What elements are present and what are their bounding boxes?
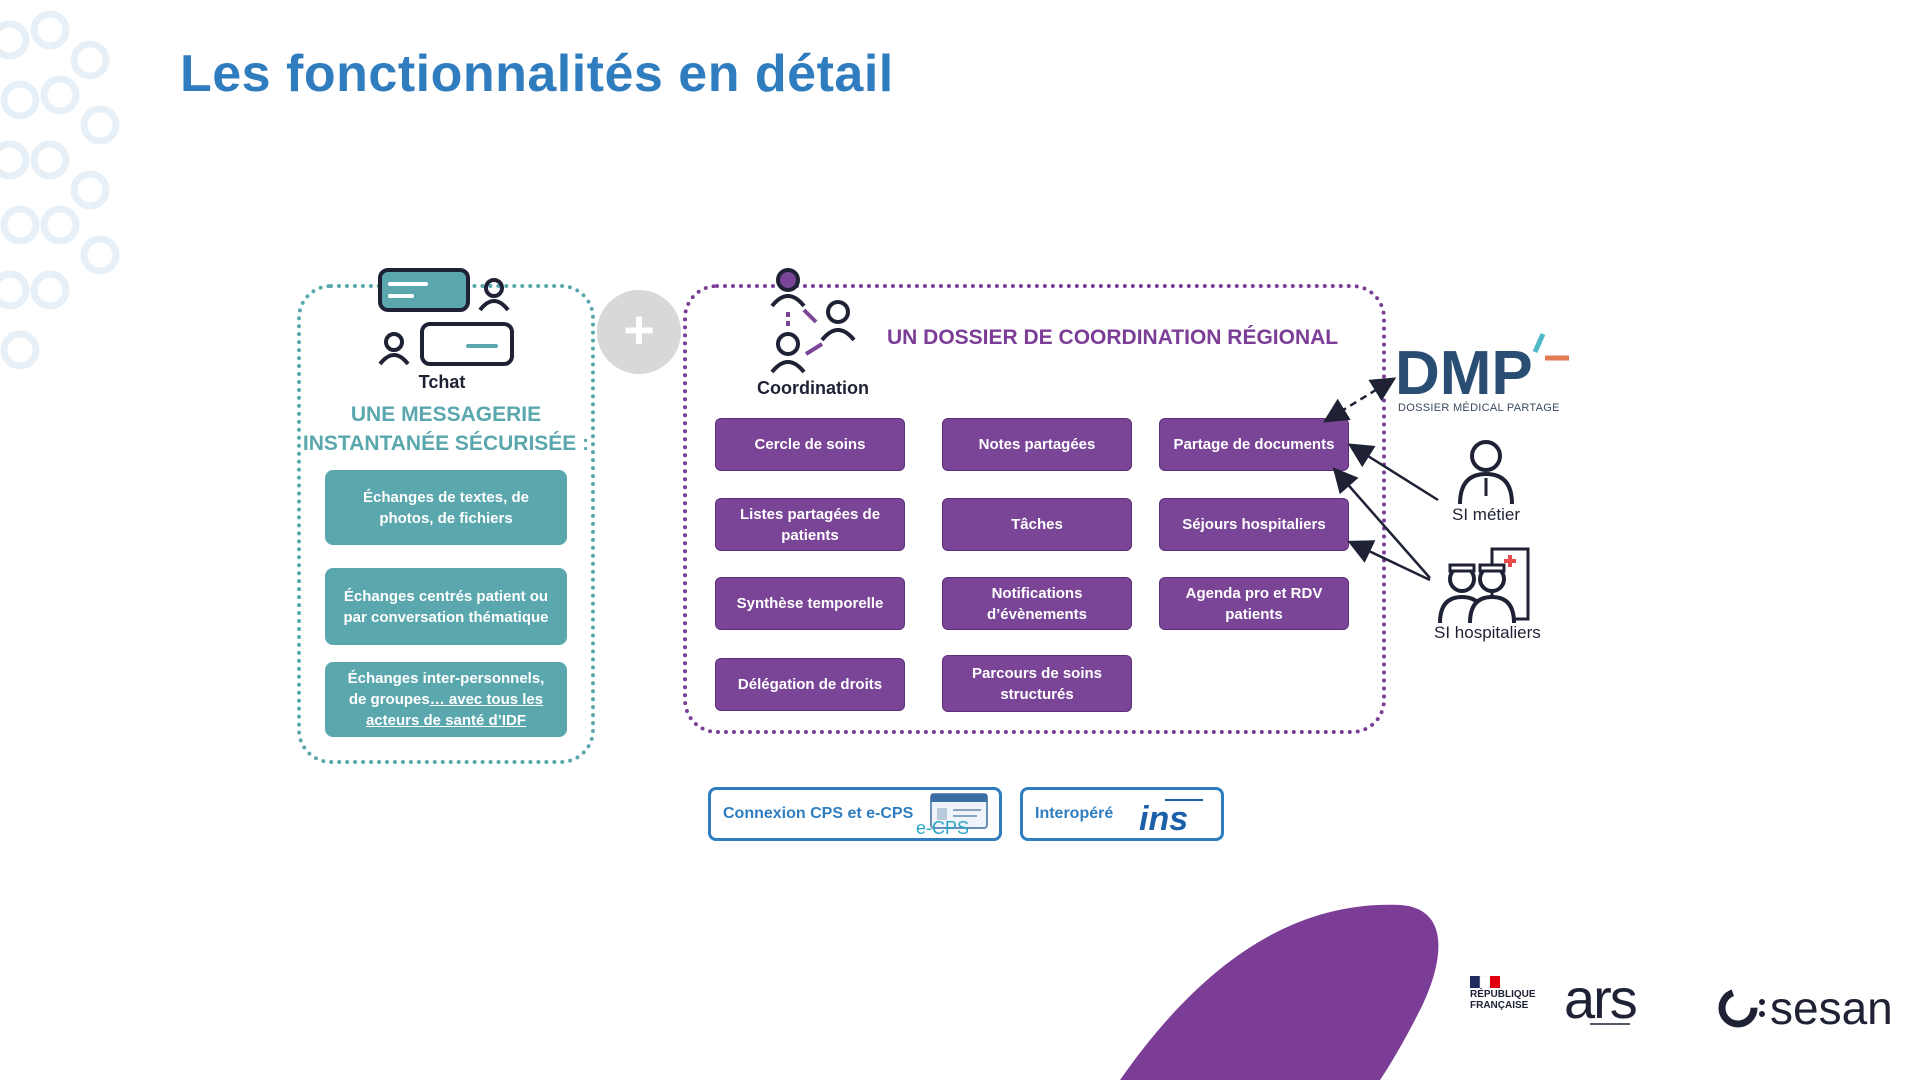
coordination-network-icon: [770, 268, 856, 374]
tchat-heading: UNE MESSAGERIE INSTANTANÉE SÉCURISÉE :: [300, 400, 592, 458]
card-line: photos, de fichiers: [379, 509, 513, 527]
tchat-icon-label: Tchat: [418, 372, 466, 392]
tchat-heading-line1: UNE MESSAGERIE: [350, 403, 542, 426]
card-line: de groupes… avec tous les: [349, 689, 543, 710]
interop-badge: Interopéré ins: [1020, 787, 1224, 841]
cps-badge-label: Connexion CPS et e-CPS: [723, 805, 914, 822]
feature-card: Partage de documents: [1159, 418, 1349, 471]
plus-icon: +: [597, 290, 681, 374]
ars-logo-text: ars: [1564, 968, 1636, 1030]
rf-line1: RÉPUBLIQUE: [1470, 989, 1536, 1000]
ins-logo: ins: [1139, 799, 1203, 836]
tchat-feature-card: Échanges de textes, de photos, de fichie…: [325, 470, 567, 545]
tchat-heading-line2: INSTANTANÉE SÉCURISÉE :: [302, 432, 590, 455]
feature-card: Tâches: [942, 498, 1132, 551]
card-line: Échanges de textes, de: [363, 488, 529, 506]
rf-text: RÉPUBLIQUE FRANÇAISE: [1470, 989, 1536, 1011]
sesan-logo: sesan: [1718, 982, 1893, 1034]
tchat-feature-card: Échanges inter-personnels, de groupes… a…: [325, 662, 567, 737]
purple-decorative-shape: [1120, 904, 1439, 1080]
card-line: Échanges inter-personnels,: [347, 670, 545, 687]
dmp-logo: DMP: [1395, 332, 1569, 408]
feature-card: Délégation de droits: [715, 658, 905, 711]
feature-card: Synthèse temporelle: [715, 577, 905, 630]
feature-card: Parcours de soins structurés: [942, 655, 1132, 712]
cps-connection-badge: Connexion CPS et e-CPS e-CPS: [708, 787, 1002, 841]
feature-card: Séjours hospitaliers: [1159, 498, 1349, 551]
si-metier-person-icon: [1458, 440, 1514, 505]
sesan-logo-text: sesan: [1770, 982, 1893, 1034]
dmp-logo-text: DMP: [1395, 339, 1533, 408]
feature-card: Notes partagées: [942, 418, 1132, 471]
page-title: Les fonctionnalités en détail: [180, 45, 894, 103]
interop-badge-label: Interopéré: [1035, 805, 1114, 822]
feature-card: Notifications d’évènements: [942, 577, 1132, 630]
ars-logo: ars: [1564, 968, 1638, 1030]
feature-card: Cercle de soins: [715, 418, 905, 471]
si-metier-label: SI métier: [1452, 505, 1521, 524]
tchat-feature-card: Échanges centrés patient ou par conversa…: [325, 568, 567, 645]
card-link-text: acteurs de santé d’IDF: [365, 712, 527, 729]
tricolor-flag-icon: [1470, 975, 1500, 989]
decorative-e-pattern: [0, 10, 120, 370]
coordination-heading: UN DOSSIER DE COORDINATION RÉGIONAL: [887, 326, 1339, 349]
si-hospitaliers-icon: [1438, 547, 1530, 624]
card-link-text: … avec tous les: [429, 691, 544, 708]
si-hospitaliers-label: SI hospitaliers: [1434, 623, 1541, 642]
dmp-subtitle: DOSSIER MÉDICAL PARTAGE: [1398, 402, 1560, 414]
feature-card: Agenda pro et RDV patients: [1159, 577, 1349, 630]
card-line: par conversation thématique: [343, 608, 549, 626]
republique-francaise-logo: RÉPUBLIQUE FRANÇAISE: [1470, 975, 1540, 1035]
chat-bubbles-icon: [378, 268, 514, 366]
rf-line2: FRANÇAISE: [1470, 1000, 1529, 1011]
card-line: Échanges centrés patient ou: [343, 587, 549, 605]
card-text: de groupes: [348, 691, 430, 708]
coordination-icon-label: Coordination: [757, 378, 869, 398]
cps-card-icon: [930, 793, 988, 829]
ins-logo-text: ins: [1139, 800, 1188, 836]
feature-card: Listes partagées de patients: [715, 498, 905, 551]
ecps-logo-text: e-CPS: [915, 818, 969, 838]
